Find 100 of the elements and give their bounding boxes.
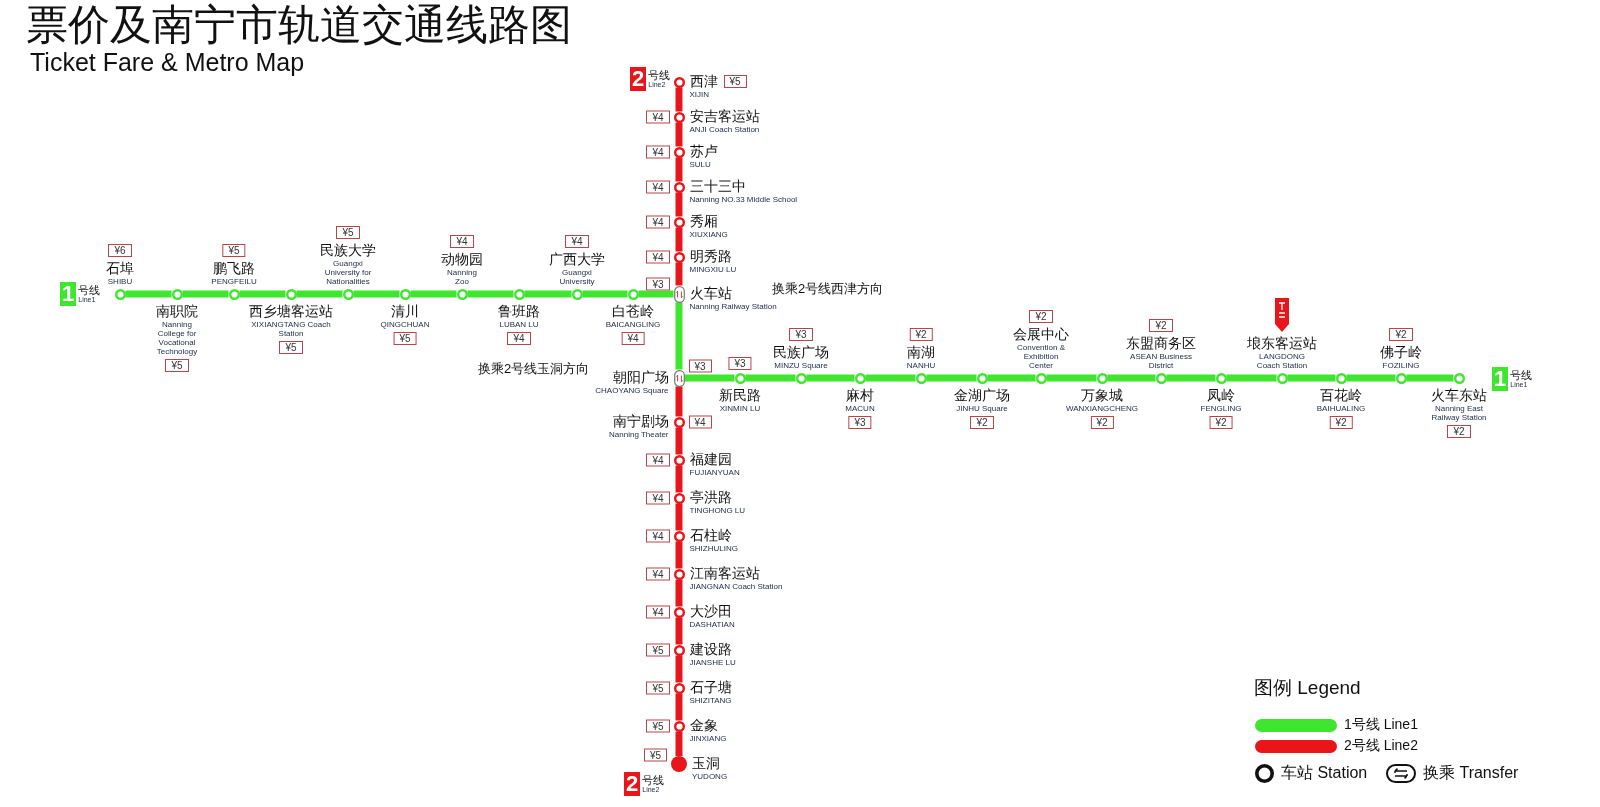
station-name: 明秀路 [689, 248, 732, 264]
line-label: 号线 [642, 774, 665, 786]
station-name-en: Nanning College for Vocational Technology [156, 319, 198, 356]
metro-line-segment [675, 541, 683, 569]
station-name: 苏卢 [689, 143, 718, 159]
station-name-en: SHIZITANG [689, 696, 732, 705]
station-name-en: FOZILING [1382, 360, 1420, 370]
station-name: 麻村 [846, 386, 874, 403]
station-name: 建设路 [689, 641, 732, 657]
station-name: 东盟商务区 [1126, 334, 1196, 351]
station-name: 福建园 [689, 451, 732, 467]
station-name: 西乡塘客运站 [249, 302, 333, 319]
fare-tag: ¥2 [1090, 415, 1114, 429]
fare-tag: ¥2 [1447, 424, 1471, 438]
metro-line-segment [239, 290, 286, 298]
metro-line-segment [1287, 374, 1336, 382]
station-name-en: Nanning NO.33 Middle School [689, 195, 798, 204]
station-name-en: FUJIANYUAN [689, 468, 740, 477]
metro-line-segment [675, 731, 683, 756]
station-name-en: DASHATIAN [689, 620, 735, 629]
station-name: 石埠 [106, 259, 134, 276]
station-name-en: Guangxi University [558, 267, 596, 286]
fare-tag: ¥6 [108, 243, 132, 257]
metro-line-segment [865, 374, 916, 382]
station-name: 新民路 [719, 386, 761, 403]
line-number-badge: 1 [1492, 367, 1509, 391]
fare-tag: ¥4 [646, 110, 670, 124]
metro-line-segment [638, 290, 674, 298]
fare-tag: ¥4 [646, 453, 670, 467]
fare-tag: ¥2 [1209, 415, 1233, 429]
fare-tag: ¥4 [621, 331, 645, 345]
station-name-en: SHIBU [107, 276, 133, 286]
metro-line-segment [582, 290, 628, 298]
station-name: 亭洪路 [689, 489, 732, 505]
station-name-en: BAICANGLING [605, 319, 661, 329]
metro-line-segment [987, 374, 1036, 382]
station-name: 民族广场 [773, 343, 829, 360]
station-name: 火车站 [689, 285, 732, 301]
fare-tag: ¥3 [789, 327, 813, 341]
station-name: 石柱岭 [689, 527, 732, 543]
fare-tag: ¥3 [688, 359, 712, 373]
fare-tag: ¥2 [970, 415, 994, 429]
metro-line-segment [182, 290, 229, 298]
fare-tag: ¥4 [565, 234, 589, 248]
station-name-en: JIANGNAN Coach Station [689, 582, 783, 591]
fare-tag: ¥4 [646, 605, 670, 619]
fare-tag: ¥2 [909, 327, 933, 341]
line-number-badge: 2 [624, 772, 641, 796]
station-name: 安吉客运站 [689, 108, 760, 124]
map-subtitle: Ticket Fare & Metro Map [30, 48, 305, 77]
fare-tag: ¥4 [646, 491, 670, 505]
metro-line-segment [675, 87, 683, 112]
metro-line-segment [675, 579, 683, 607]
metro-line-segment [1046, 374, 1097, 382]
legend-label: 2号线 Line2 [1344, 737, 1418, 755]
metro-line-segment [353, 290, 400, 298]
fare-tag: ¥4 [646, 529, 670, 543]
station-name: 三十三中 [689, 178, 746, 194]
metro-line-segment [675, 655, 683, 683]
metro-line-segment [524, 290, 572, 298]
metro-line-segment [675, 427, 683, 455]
transfer-note: 换乘2号线玉洞方向 [478, 360, 590, 377]
fare-tag: ¥2 [1029, 309, 1053, 323]
station-name: 朝阳广场 [612, 369, 669, 385]
station-name-en: JINHU Square [956, 403, 1008, 413]
station-name: 金象 [689, 717, 718, 733]
metro-line-segment [675, 617, 683, 645]
fare-tag: ¥4 [646, 180, 670, 194]
station-name: 清川 [391, 302, 419, 319]
metro-line-segment [806, 374, 855, 382]
metro-line-segment [675, 503, 683, 531]
metro-line-segment [684, 374, 735, 382]
metro-line-segment [675, 157, 683, 182]
station-name-en: QINGCHUAN [380, 319, 430, 329]
metro-line-segment [675, 465, 683, 493]
metro-line-segment [675, 122, 683, 147]
station-name: 南湖 [907, 343, 935, 360]
station-name: 石子塘 [689, 679, 732, 695]
metro-line-segment [1406, 374, 1454, 382]
station-name: 秀厢 [689, 213, 718, 229]
station-name-en: FENGLING [1200, 403, 1242, 413]
station-name-en: Nanning East Railway Station [1431, 403, 1487, 422]
station-name-en: BAIHUALING [1316, 403, 1366, 413]
fare-tag: ¥2 [1329, 415, 1353, 429]
metro-line-segment [410, 290, 457, 298]
station-name-en: Nanning Theater [609, 430, 669, 439]
metro-line-segment [296, 290, 343, 298]
station-name: 西津 [689, 73, 718, 89]
station-name-en: JINXIANG [689, 734, 727, 743]
fare-tag: ¥2 [1149, 318, 1173, 332]
station-name: 万象城 [1081, 386, 1123, 403]
metro-line-segment [467, 290, 514, 298]
station-name-en: LANGDONG Coach Station [1255, 351, 1309, 370]
station-name: 南宁剧场 [612, 413, 669, 429]
station-name-en: YUDONG [692, 772, 728, 781]
station-name-en: CHAOYANG Square [595, 386, 669, 395]
station-name-en: Nanning Railway Station [689, 302, 777, 311]
station-name-en: MINGXIU LU [689, 265, 737, 274]
station-name: 百花岭 [1320, 386, 1362, 403]
station-name-en: MACUN [845, 403, 875, 413]
